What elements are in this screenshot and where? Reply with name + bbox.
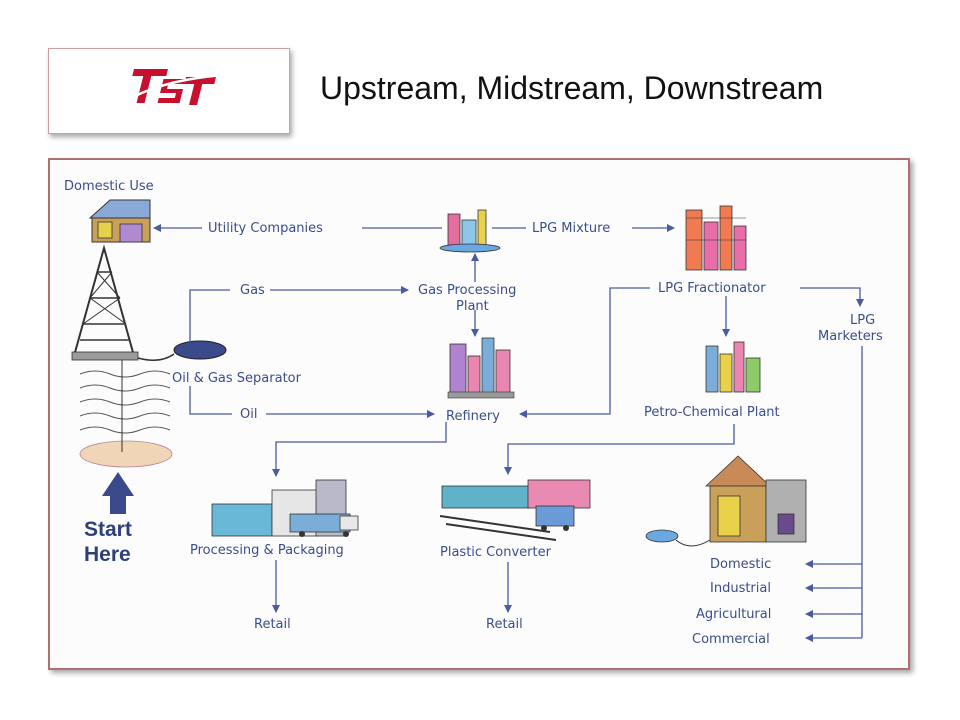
company-logo (48, 48, 290, 134)
process-flow-diagram: Start Here (48, 158, 910, 670)
plastic-converter-label: Plastic Converter (440, 545, 552, 560)
petro-chemical-plant-icon (705, 341, 761, 393)
processing-factory-icon (211, 479, 359, 537)
gas-processing-plant-icon (439, 209, 501, 253)
plastic-converter-icon (439, 479, 591, 541)
refinery-icon (447, 337, 515, 399)
gas-processing-plant-label-1: Gas Processing (418, 283, 516, 298)
here-label: Here (84, 543, 131, 566)
page-title: Upstream, Midstream, Downstream (320, 70, 824, 106)
refinery-label: Refinery (446, 409, 500, 424)
retail-label-2: Retail (486, 617, 523, 632)
oil-derrick-icon (71, 244, 139, 361)
tst-logo-icon (132, 69, 226, 105)
lpg-marketers-label-1: LPG (850, 313, 875, 328)
domestic-label: Domestic (710, 557, 771, 572)
reservoir-icon (79, 440, 173, 468)
oil-label: Oil (240, 407, 257, 422)
industrial-label: Industrial (710, 581, 771, 596)
lpg-mixture-label: LPG Mixture (532, 221, 610, 236)
retail-label-1: Retail (254, 617, 291, 632)
start-arrow-icon (102, 472, 134, 514)
oil-gas-separator-label: Oil & Gas Separator (172, 371, 302, 386)
gas-label: Gas (240, 283, 265, 298)
utility-companies-label: Utility Companies (208, 221, 323, 236)
processing-packaging-label: Processing & Packaging (190, 543, 344, 558)
separator-tank-icon (137, 340, 227, 361)
start-label: Start (84, 518, 132, 541)
lpg-fractionator-label: LPG Fractionator (658, 281, 766, 296)
lpg-marketers-label-2: Marketers (818, 329, 883, 344)
lpg-fractionator-icon (685, 205, 747, 271)
agricultural-label: Agricultural (696, 607, 771, 622)
underground-layers-icon (79, 370, 171, 434)
gas-processing-plant-label-2: Plant (456, 299, 489, 314)
commercial-label: Commercial (692, 632, 770, 647)
lpg-marketers-building-icon (645, 455, 807, 547)
domestic-use-label: Domestic Use (64, 179, 154, 194)
domestic-house-icon (88, 199, 151, 243)
petro-chemical-plant-label: Petro-Chemical Plant (644, 405, 780, 420)
